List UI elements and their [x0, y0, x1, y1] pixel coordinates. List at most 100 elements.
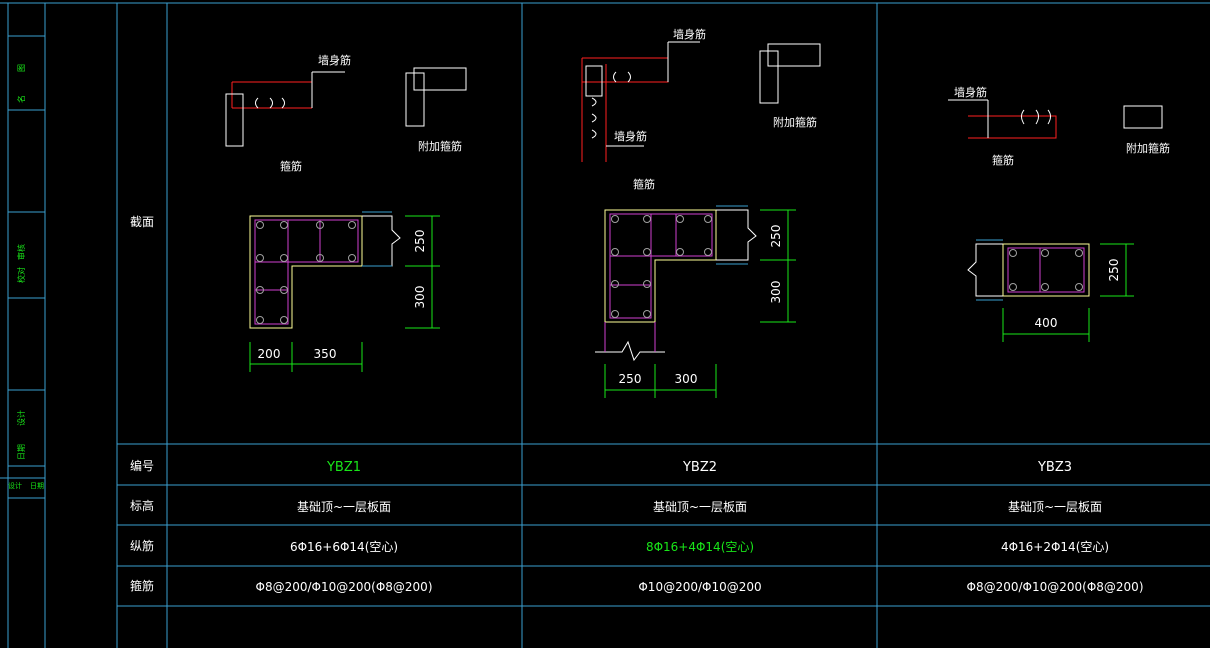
ybz1-dim-h1: 200 [258, 347, 281, 361]
ybz3-label-wall-bar: 墙身筋 [954, 85, 987, 99]
ybz2-dim-v1-wrap: 250 [769, 225, 783, 248]
row-label-long-bars: 纵筋 [130, 538, 154, 553]
ybz2-label-stirrup: 箍筋 [633, 177, 655, 191]
ybz1-bars-bar-7 [348, 254, 356, 262]
margin-label-design-text: 设计 [16, 410, 26, 426]
ybz3-rebar-detail [948, 99, 1163, 139]
ybz2-extra-box2 [767, 43, 821, 67]
ybz2-bars-bar-10 [611, 310, 619, 318]
ybz2-bars-bar-4 [611, 248, 619, 256]
ybz3-dim-v1: 250 [1107, 259, 1121, 282]
ybz2-dim-v2: 300 [769, 281, 783, 304]
ybz1-bars-bar-3 [348, 221, 356, 229]
ybz2-bars-bar-2 [676, 215, 684, 223]
ybz2-bars-bar-1 [643, 215, 651, 223]
title-block-strip: 图 名 审核 校对 设计 日期 设计 日期 [8, 64, 44, 490]
ybz2-stirrup-a [609, 213, 652, 257]
ybz3-label-extra: 附加箍筋 [1126, 141, 1170, 155]
margin-label-check-text: 校对 [16, 267, 26, 283]
ybz2-bars [611, 215, 712, 318]
ybz2-wall-break-bottom [595, 340, 665, 362]
margin-label-check: 校对 [16, 267, 26, 283]
ybz1-rebar-detail [225, 67, 467, 147]
ybz2-label-wall-bar-top: 墙身筋 [673, 27, 706, 41]
margin-label-title-text: 图 [17, 64, 26, 72]
row-label-section: 截面 [130, 215, 154, 229]
ybz1-stirrup-inner-b [319, 219, 359, 263]
ybz2-hooks [591, 71, 631, 139]
ybz1-bars-bar-2 [316, 221, 324, 229]
ybz3-bars [1009, 249, 1083, 291]
ybz1-stirrup-inner-a [254, 219, 289, 263]
col2-number: YBZ2 [682, 460, 717, 475]
ybz1-bars-bar-1 [280, 221, 288, 229]
ybz3-dim-h1: 400 [1035, 316, 1058, 330]
ybz3-dim-v1-wrap: 250 [1107, 259, 1121, 282]
ybz3-wall-bar-red [968, 115, 1057, 139]
ybz3-section [967, 239, 1134, 342]
ybz2-bars-bar-6 [676, 248, 684, 256]
ybz1-extra-stirrup-box [405, 72, 425, 127]
ybz2-bars-bar-0 [611, 215, 619, 223]
ybz3-section-outline [1002, 243, 1090, 297]
ybz1-dim-v2-wrap: 300 [413, 286, 427, 309]
ybz1-bars-bar-5 [280, 254, 288, 262]
ybz3-bars-bar-2 [1075, 249, 1083, 257]
col3-long-bars: 4Φ16+2Φ14(空心) [1001, 540, 1109, 554]
ybz2-section [595, 205, 796, 398]
ybz1-bars-bar-9 [280, 286, 288, 294]
margin-label-design: 设计 [16, 410, 26, 426]
col3-stirrups: Φ8@200/Φ10@200(Φ8@200) [967, 580, 1144, 594]
margin-label-name: 名 [16, 95, 26, 103]
ybz2-dim-h2: 300 [675, 372, 698, 386]
row-label-stirrups: 箍筋 [130, 578, 154, 593]
ybz2-label-extra: 附加箍筋 [773, 115, 817, 129]
ybz1-label-stirrup: 箍筋 [280, 159, 302, 173]
ybz3-stirrup-inner [1039, 247, 1085, 293]
col2-stirrups: Φ10@200/Φ10@200 [638, 580, 761, 594]
col3-elevation: 基础顶~一层板面 [1008, 500, 1102, 514]
col1-elevation: 基础顶~一层板面 [297, 500, 391, 514]
margin-label-date-text: 日期 [17, 444, 26, 460]
row-label-elevation: 标高 [130, 498, 154, 513]
margin-small-label-b: 日期 [30, 482, 44, 490]
ybz2-bars-bar-3 [704, 215, 712, 223]
ybz1-extra-stirrup-box2 [413, 67, 467, 91]
margin-small-label-a: 设计 [8, 481, 22, 490]
margin-label-review: 审核 [16, 244, 26, 260]
ybz1-bars [256, 221, 356, 324]
ybz1-section [249, 211, 440, 372]
ybz3-wall-break [967, 243, 1003, 297]
ybz2-extra-box [759, 50, 779, 104]
ybz3-extra-box [1123, 105, 1163, 129]
ybz3-hooks [1021, 109, 1051, 125]
ybz1-hooks [255, 97, 285, 109]
ybz2-bars-bar-11 [643, 310, 651, 318]
ybz3-bars-bar-1 [1041, 249, 1049, 257]
ybz2-dim-h1: 250 [619, 372, 642, 386]
ybz2-dim-v1: 250 [769, 225, 783, 248]
col1-number: YBZ1 [326, 460, 361, 475]
ybz2-bars-bar-7 [704, 248, 712, 256]
margin-label-name-text: 名 [16, 95, 26, 103]
col2-elevation: 基础顶~一层板面 [653, 500, 747, 514]
ybz1-bars-bar-8 [256, 286, 264, 294]
ybz1-dim-v1: 250 [413, 230, 427, 253]
ybz2-label-wall-bar-bottom: 墙身筋 [614, 129, 647, 143]
margin-label-date: 日期 [17, 444, 26, 460]
row-label-number: 编号 [130, 458, 154, 473]
ybz2-bars-bar-9 [643, 280, 651, 288]
col2-long-bars: 8Φ16+4Φ14(空心) [646, 540, 754, 554]
ybz1-bars-bar-0 [256, 221, 264, 229]
ybz1-stirrup-outline [225, 93, 244, 147]
ybz2-rebar-detail [581, 41, 821, 162]
ybz1-label-wall-bar: 墙身筋 [318, 53, 351, 67]
ybz3-bars-bar-4 [1041, 283, 1049, 291]
ybz1-bars-bar-11 [280, 316, 288, 324]
ybz1-dim-h2: 350 [314, 347, 337, 361]
col1-stirrups: Φ8@200/Φ10@200(Φ8@200) [256, 580, 433, 594]
ybz1-bars-bar-10 [256, 316, 264, 324]
ybz1-bars-bar-6 [316, 254, 324, 262]
ybz2-bars-bar-8 [611, 280, 619, 288]
